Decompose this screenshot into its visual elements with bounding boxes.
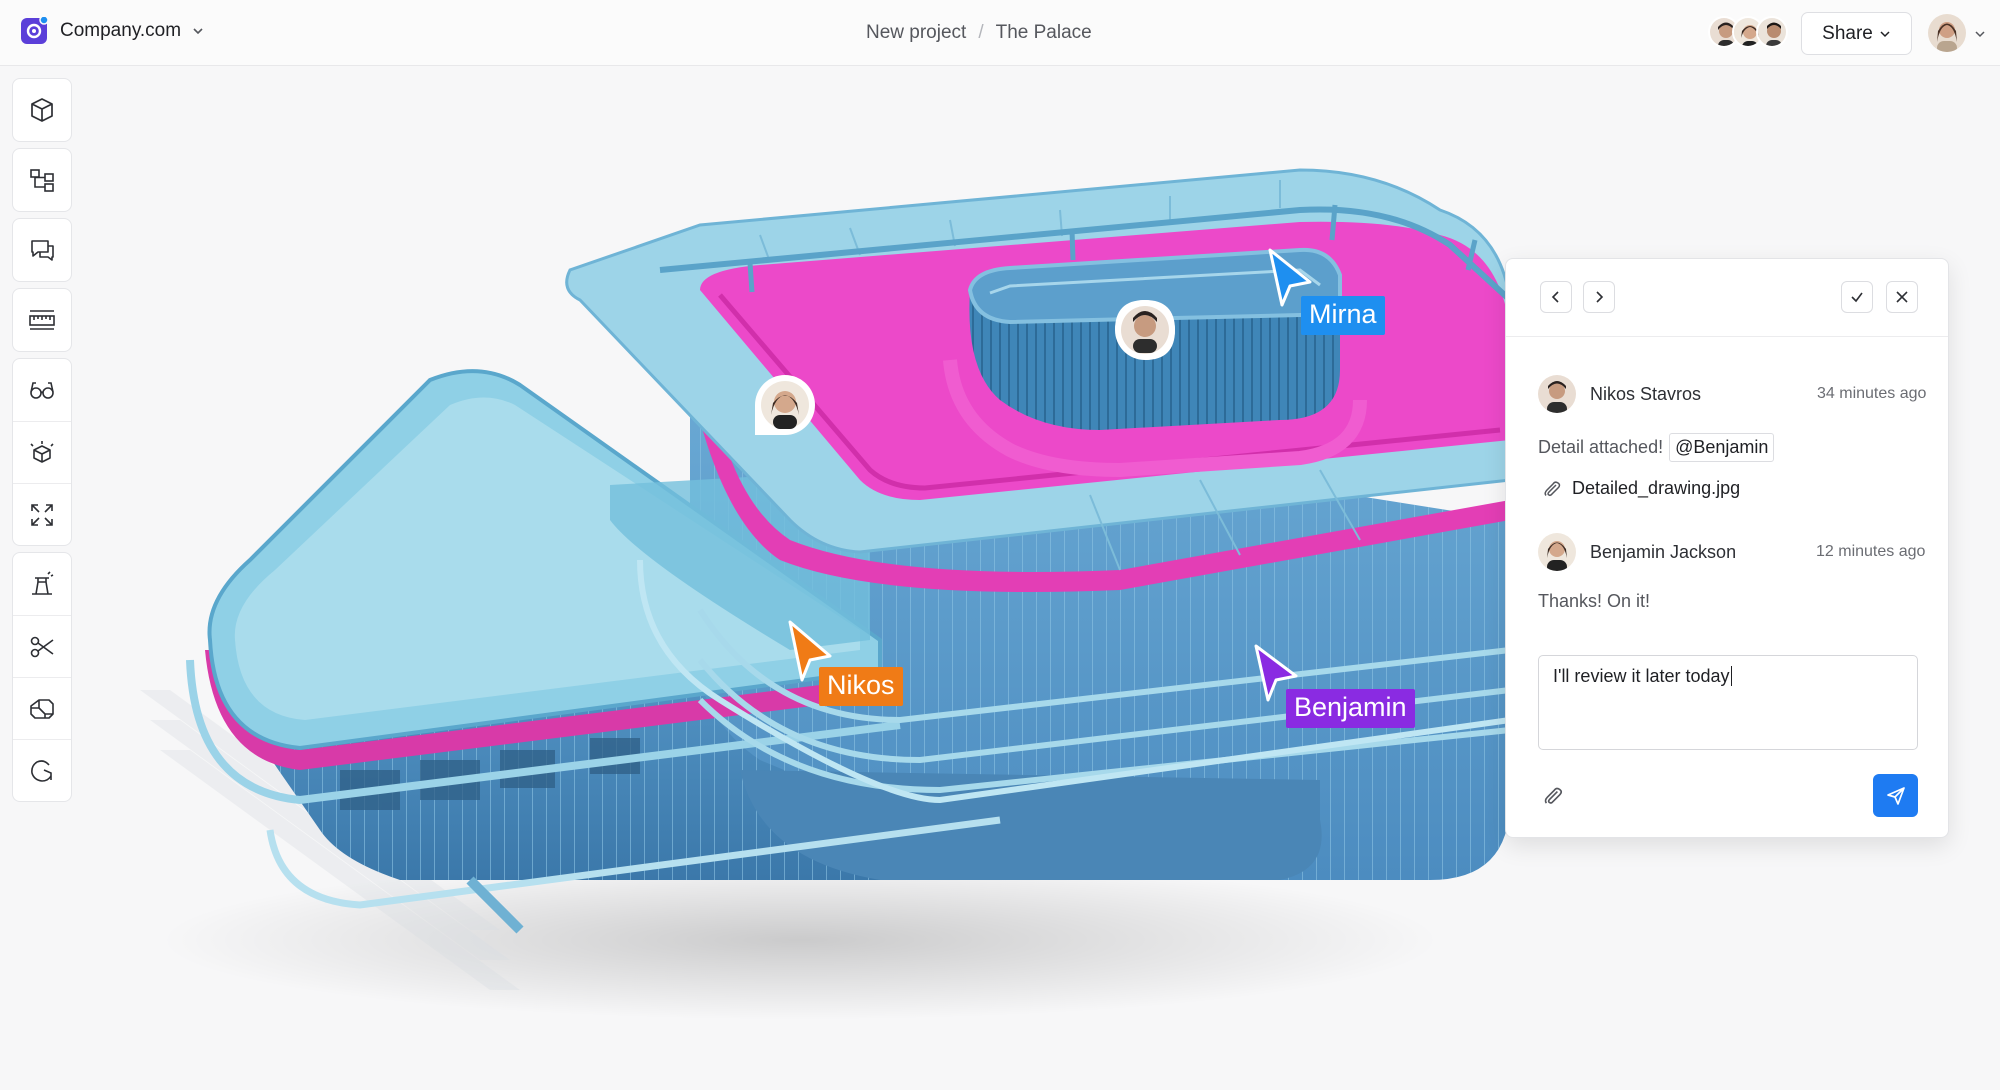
comment-pin[interactable] [755,375,815,435]
cursor-label-nikos: Nikos [819,667,903,706]
cursor-label-benjamin: Benjamin [1286,689,1415,728]
avatar [1538,533,1576,571]
comment-thread-panel: Nikos Stavros 34 minutes ago Detail atta… [1505,258,1949,838]
cursor-arrow-benjamin [1254,644,1298,702]
chevron-left-icon [1551,291,1559,303]
comment-panel-header [1506,259,1948,337]
previous-comment-button[interactable] [1540,281,1572,313]
explode-tool-button[interactable] [13,421,71,483]
cursor-arrow-nikos [788,620,832,682]
brand-logo-icon [20,15,49,45]
comment-author: Nikos Stavros [1538,375,1701,413]
view-tool-button[interactable] [13,359,71,421]
fullscreen-tool-button[interactable] [13,483,71,545]
tool-group [12,552,72,802]
fullscreen-icon [31,503,53,526]
check-icon [1851,292,1863,303]
model-viewport[interactable]: Mirna Nikos Benjamin [0,66,2000,1090]
hierarchy-icon [30,169,54,192]
comment-body: Detail attached! [1538,437,1664,457]
cursor-label-mirna: Mirna [1301,296,1385,335]
tool-group [12,288,72,352]
tool-sidebar [12,78,72,808]
comments-tool-button[interactable] [13,219,71,281]
breadcrumb: New project / The Palace [866,22,1092,44]
cursor-arrow-mirna [1268,248,1312,307]
attachment-filename: Detailed_drawing.jpg [1572,478,1741,498]
mention-chip[interactable]: @Benjamin [1669,433,1775,462]
tool-group [12,78,72,142]
comments-icon [31,240,54,261]
user-avatar[interactable] [1928,14,1966,52]
tool-group [12,358,72,546]
comment-text: Detail attached!@Benjamin [1538,433,1775,462]
close-button[interactable] [1886,281,1918,313]
avatar [1538,375,1576,413]
lighting-icon [32,571,54,595]
tool-group [12,218,72,282]
reply-input[interactable]: I'll review it later today [1538,655,1918,750]
avatar[interactable] [1732,16,1764,48]
resolve-button[interactable] [1841,281,1873,313]
explode-icon [30,440,54,463]
workspace-name: Company.com [60,20,182,41]
rotate-tool-button[interactable] [13,739,71,801]
next-comment-button[interactable] [1583,281,1615,313]
section-box-icon [30,698,54,719]
close-icon [1896,291,1908,303]
comment-pin[interactable] [1115,300,1175,360]
chevron-down-icon [1880,30,1890,37]
comment-author-name: Benjamin Jackson [1590,541,1737,562]
attachment-link[interactable]: Detailed_drawing.jpg [1542,478,1740,499]
structure-tool-button[interactable] [13,149,71,211]
breadcrumb-page: The Palace [995,22,1092,43]
share-button[interactable]: Share [1801,12,1912,55]
breadcrumb-project[interactable]: New project [866,22,967,43]
send-button[interactable] [1873,774,1918,817]
top-bar: Company.com New project / The Palace Sha… [0,0,2000,66]
chevron-down-icon [193,28,203,35]
breadcrumb-separator: / [978,22,984,43]
workspace-switcher[interactable]: Company.com [20,15,205,45]
glasses-icon [30,382,54,399]
comment-author: Benjamin Jackson [1538,533,1736,571]
collaborator-avatars[interactable] [1708,16,1788,48]
cube-icon [31,98,53,122]
cut-tool-button[interactable] [13,615,71,677]
paperclip-icon [1544,480,1561,496]
comment-timestamp: 34 minutes ago [1817,385,1927,402]
avatar[interactable] [1708,16,1740,48]
send-icon [1886,786,1905,805]
text-caret [1730,666,1732,686]
avatar[interactable] [1756,16,1788,48]
lighting-tool-button[interactable] [13,553,71,615]
ruler-icon [29,310,55,330]
scissors-icon [30,636,54,657]
comment-author-name: Nikos Stavros [1590,383,1702,404]
comment-text: Thanks! On it! [1538,591,1651,611]
chevron-down-icon[interactable] [1974,28,1986,40]
share-button-label: Share [1822,22,1873,44]
reply-input-value: I'll review it later today [1553,666,1730,686]
paperclip-icon[interactable] [1542,785,1564,807]
section-box-tool-button[interactable] [13,677,71,739]
measure-tool-button[interactable] [13,289,71,351]
comment-timestamp: 12 minutes ago [1816,543,1926,560]
model-tool-button[interactable] [13,79,71,141]
chevron-right-icon [1596,291,1604,303]
tool-group [12,148,72,212]
building-model[interactable] [0,66,2000,1090]
rotate-icon [31,759,52,782]
